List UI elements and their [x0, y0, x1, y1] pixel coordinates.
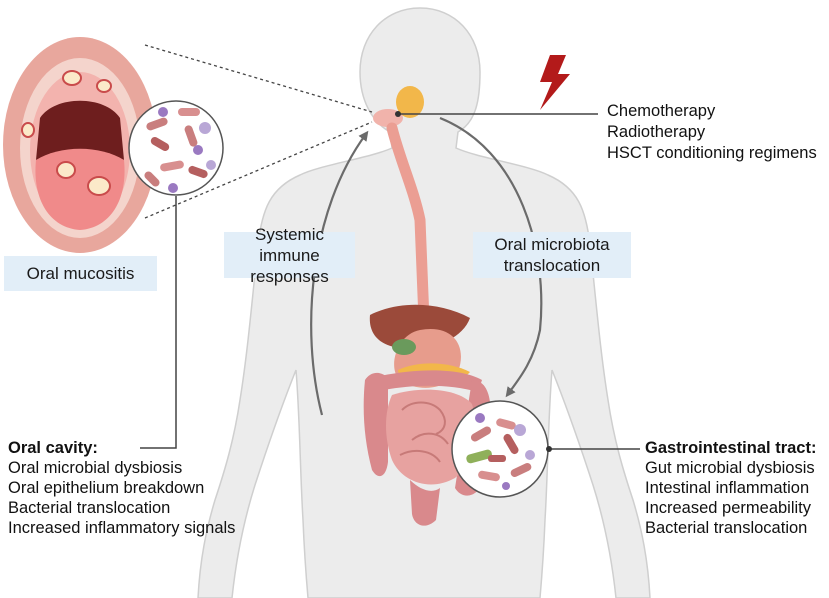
gi-tract-item: Gut microbial dysbiosis	[645, 459, 815, 477]
gi-tract-item: Increased permeability	[645, 499, 811, 517]
oral-cavity-item: Oral microbial dysbiosis	[8, 459, 183, 477]
lightning-bolt-icon	[540, 55, 570, 110]
oral-microbiota-text: Oral microbiota translocation	[494, 235, 610, 275]
ulcer-1	[62, 70, 82, 86]
transverse-colon	[380, 370, 482, 392]
oral-microbe-circle	[128, 100, 224, 196]
oral-cavity-heading: Oral cavity:	[8, 439, 98, 457]
gut-microbe-circle	[451, 400, 549, 498]
systemic-immune-text: Systemic immune responses	[250, 224, 329, 286]
ascending-colon	[363, 372, 388, 477]
treatment-item: Radiotherapy	[607, 123, 706, 141]
esophagus	[386, 122, 430, 326]
oral-cavity-item: Increased inflammatory signals	[8, 519, 236, 537]
rectum	[410, 480, 440, 526]
gallbladder	[392, 339, 416, 355]
ulcer-5	[21, 122, 35, 138]
oral-cavity-item: Bacterial translocation	[8, 499, 171, 517]
salivary-gland	[396, 86, 424, 118]
treatment-item: HSCT conditioning regimens	[607, 144, 817, 162]
intestine-folds	[399, 401, 449, 463]
gi-tract-item: Bacterial translocation	[645, 519, 808, 537]
gi-tract-block: Gastrointestinal tract: Gut microbial dy…	[645, 438, 816, 538]
ulcer-4	[87, 176, 111, 196]
oral-cavity-block: Oral cavity: Oral microbial dysbiosis Or…	[8, 438, 235, 538]
treatment-list: Chemotherapy Radiotherapy HSCT condition…	[607, 101, 817, 164]
gi-tract-heading: Gastrointestinal tract:	[645, 439, 817, 457]
zoom-line-bottom	[144, 121, 373, 219]
ulcer-2	[96, 79, 112, 93]
treatment-item: Chemotherapy	[607, 102, 716, 120]
oral-mucositis-text: Oral mucositis	[26, 264, 135, 283]
oral-bracket-line	[140, 196, 177, 449]
oral-microbiota-label: Oral microbiota translocation	[473, 232, 631, 278]
throat	[36, 100, 124, 160]
oral-cavity-item: Oral epithelium breakdown	[8, 479, 205, 497]
oral-microbiota-arrow	[439, 116, 543, 398]
gi-tract-item: Intestinal inflammation	[645, 479, 810, 497]
systemic-immune-label: Systemic immune responses	[224, 225, 355, 286]
ulcer-3	[56, 161, 76, 179]
mouth-closeup	[3, 37, 157, 253]
oral-mucositis-label: Oral mucositis	[4, 256, 157, 291]
